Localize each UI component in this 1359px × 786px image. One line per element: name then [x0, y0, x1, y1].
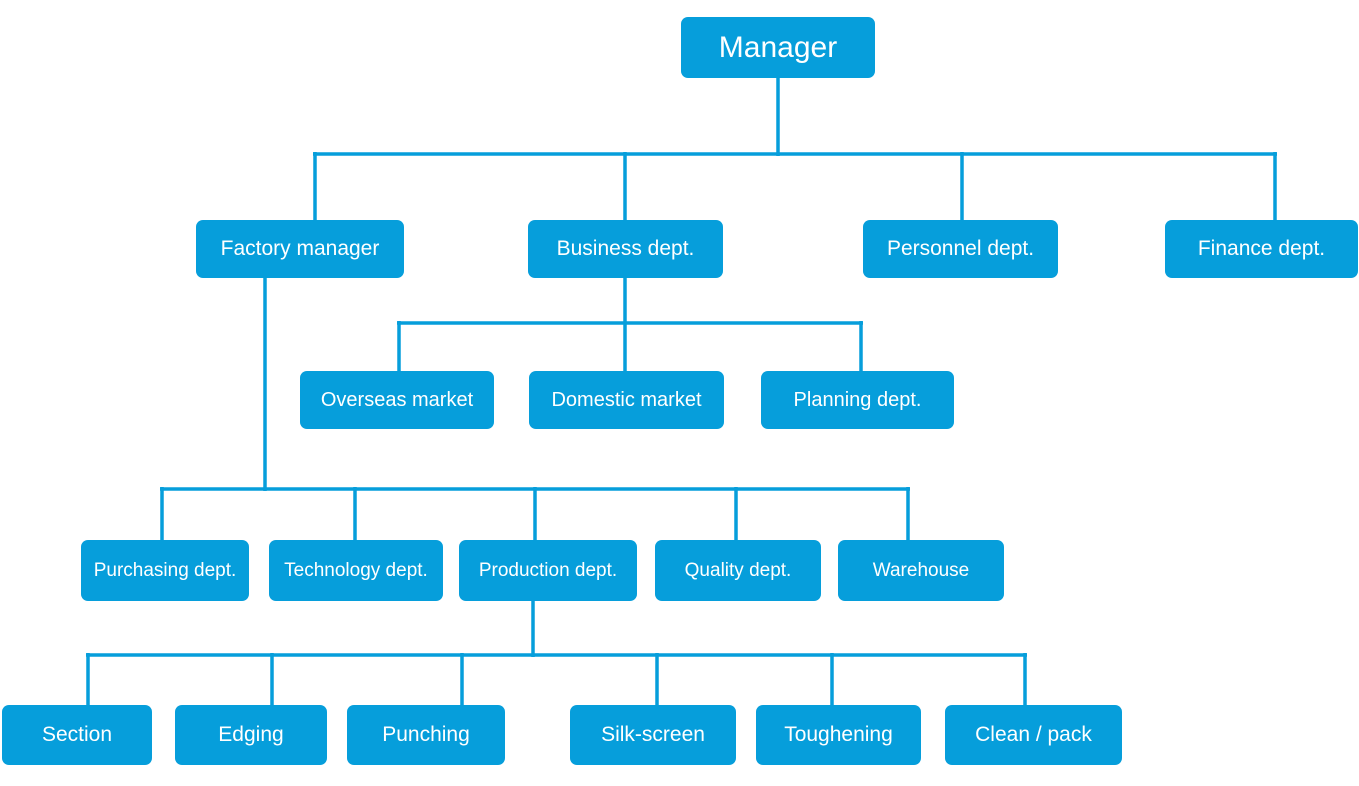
node-quality-dept[interactable]: Quality dept.: [655, 540, 821, 601]
node-domestic-market[interactable]: Domestic market: [529, 371, 724, 429]
node-section[interactable]: Section: [2, 705, 152, 765]
node-planning-dept[interactable]: Planning dept.: [761, 371, 954, 429]
node-overseas-market[interactable]: Overseas market: [300, 371, 494, 429]
node-warehouse[interactable]: Warehouse: [838, 540, 1004, 601]
node-silk-screen[interactable]: Silk-screen: [570, 705, 736, 765]
node-purchasing-dept[interactable]: Purchasing dept.: [81, 540, 249, 601]
node-clean-pack[interactable]: Clean / pack: [945, 705, 1122, 765]
node-business-dept[interactable]: Business dept.: [528, 220, 723, 278]
node-edging[interactable]: Edging: [175, 705, 327, 765]
node-finance-dept[interactable]: Finance dept.: [1165, 220, 1358, 278]
node-manager[interactable]: Manager: [681, 17, 875, 78]
node-technology-dept[interactable]: Technology dept.: [269, 540, 443, 601]
node-factory-manager[interactable]: Factory manager: [196, 220, 404, 278]
node-toughening[interactable]: Toughening: [756, 705, 921, 765]
node-production-dept[interactable]: Production dept.: [459, 540, 637, 601]
node-punching[interactable]: Punching: [347, 705, 505, 765]
node-personnel-dept[interactable]: Personnel dept.: [863, 220, 1058, 278]
